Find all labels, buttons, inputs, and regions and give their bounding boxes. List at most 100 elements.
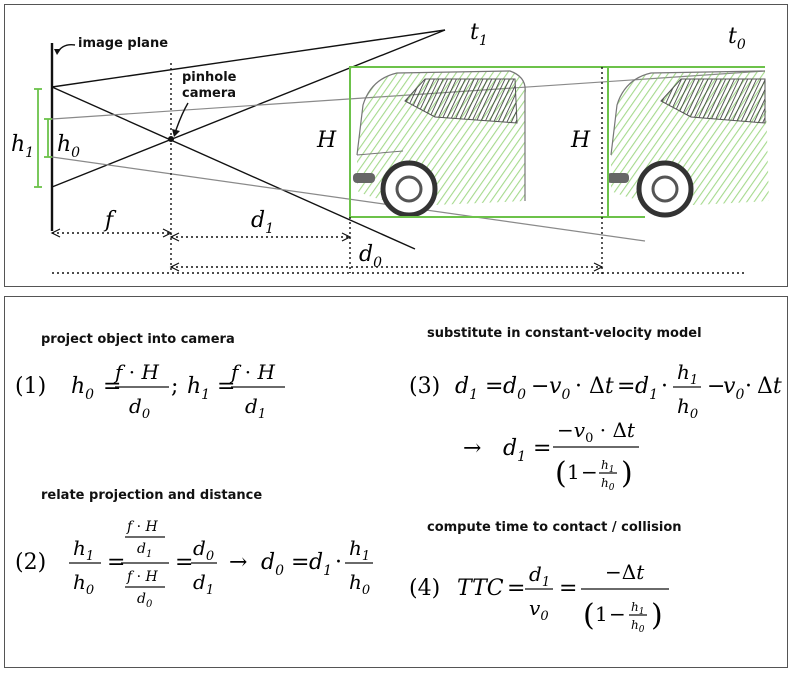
svg-text:h0: h0: [631, 618, 645, 635]
svg-text:TTC: TTC: [457, 576, 504, 601]
equation-3-solution: → d1 = −v0 · Δt ( 1 − h1 h0 ): [463, 418, 639, 493]
ray-top-t1: [51, 29, 446, 88]
svg-text:1: 1: [595, 602, 608, 626]
svg-text:−: −: [581, 460, 598, 484]
svg-text:=: =: [175, 550, 193, 575]
svg-text:−: −: [531, 374, 549, 399]
svg-text:d1: d1: [193, 570, 214, 598]
svg-text:h0: h0: [71, 374, 94, 403]
equations-svg: project object into camera (1) h0 = f · …: [15, 326, 782, 635]
svg-text:·: ·: [745, 374, 752, 399]
svg-text:·: ·: [575, 374, 582, 399]
svg-text:−Δt: −Δt: [605, 560, 645, 584]
svg-text:f · H: f · H: [126, 569, 159, 585]
svg-text:h1: h1: [601, 458, 614, 475]
svg-text:=: =: [103, 374, 121, 399]
equation-1: (1) h0 = f · H d0 ; h1 = f · H d1: [15, 360, 285, 422]
svg-text:=: =: [107, 550, 125, 575]
step2-heading: relate projection and distance: [41, 488, 262, 503]
car-sketch-far: [607, 70, 769, 218]
svg-text:h1: h1: [73, 536, 94, 564]
pinhole-point: [168, 136, 174, 142]
svg-text:−: −: [609, 602, 626, 626]
d1-label: d1: [251, 208, 274, 237]
svg-text:v0: v0: [549, 374, 570, 403]
eq4-number: (4): [409, 576, 440, 601]
svg-text:d0: d0: [137, 591, 153, 610]
ray-bottom-t1: [51, 29, 446, 188]
equation-4: (4) TTC = d1 v0 = −Δt ( 1 − h1 h0 ): [409, 560, 669, 635]
car-sketch-near: [353, 70, 526, 218]
eq1-number: (1): [15, 374, 46, 399]
image-plane-label: image plane: [78, 36, 168, 51]
step3-heading: substitute in constant-velocity model: [427, 326, 702, 341]
pinhole-geometry-diagram: image plane h1 h0 pinhole camera t1 t0: [11, 20, 769, 277]
geometry-panel: image plane h1 h0 pinhole camera t1 t0: [4, 4, 788, 287]
svg-text:d1: d1: [137, 541, 152, 560]
ray-bottom-t0: [51, 156, 646, 242]
svg-text:d1: d1: [245, 394, 266, 422]
svg-text:v0: v0: [529, 596, 549, 624]
step1-heading: project object into camera: [41, 332, 235, 347]
f-label: f: [103, 208, 117, 233]
svg-text:h0: h0: [601, 476, 615, 493]
svg-text:f · H: f · H: [229, 360, 275, 384]
equation-3: (3) d1 = d0 − v0 · Δt = d1 · h1 h0 − v0 …: [409, 360, 782, 422]
svg-text:−v0 · Δt: −v0 · Δt: [557, 418, 636, 446]
svg-text:−: −: [707, 374, 725, 399]
svg-text:=: =: [559, 576, 577, 601]
svg-text:f · H: f · H: [113, 360, 159, 384]
svg-text:;: ;: [171, 374, 178, 399]
svg-text:1: 1: [567, 460, 580, 484]
svg-text:d0: d0: [129, 394, 150, 422]
svg-text:): ): [621, 456, 633, 491]
camera-label: camera: [182, 86, 236, 101]
svg-text:·: ·: [335, 550, 342, 575]
h0-label: h0: [57, 132, 80, 161]
svg-text:h0: h0: [349, 570, 370, 598]
svg-text:f · H: f · H: [126, 519, 159, 535]
pinhole-label: pinhole: [182, 70, 237, 85]
svg-text:d1: d1: [309, 550, 332, 579]
svg-text:=: =: [291, 550, 309, 575]
image-plane-arrow-icon: [56, 43, 76, 54]
svg-text:Δt: Δt: [589, 374, 614, 399]
svg-text:d1: d1: [455, 374, 478, 403]
svg-text:(: (: [583, 598, 595, 633]
svg-text:h1: h1: [631, 600, 644, 617]
svg-text:h1: h1: [677, 360, 698, 388]
equations-panel: project object into camera (1) h0 = f · …: [4, 296, 788, 668]
svg-text:h0: h0: [677, 394, 698, 422]
equation-2: (2) h1 h0 = f · H d1 f · H d0 = d0 d1 → …: [15, 519, 373, 610]
svg-text:=: =: [533, 436, 551, 461]
pinhole-arrow-icon: [174, 102, 189, 134]
svg-text:Δt: Δt: [757, 374, 782, 399]
svg-text:h1: h1: [349, 536, 370, 564]
eq2-number: (2): [15, 550, 46, 575]
t1-label: t1: [470, 20, 488, 49]
svg-text:h1: h1: [187, 374, 210, 403]
svg-text:=: =: [485, 374, 503, 399]
svg-text:=: =: [617, 374, 635, 399]
svg-text:→: →: [463, 436, 481, 461]
svg-text:): ): [651, 598, 663, 633]
svg-text:·: ·: [661, 374, 668, 399]
svg-text:d0: d0: [503, 374, 526, 403]
H-label-near: H: [316, 128, 337, 153]
eq3-number: (3): [409, 374, 440, 399]
svg-text:d0: d0: [193, 536, 214, 564]
svg-text:=: =: [507, 576, 525, 601]
svg-text:h0: h0: [73, 570, 94, 598]
svg-text:d0: d0: [261, 550, 284, 579]
t0-label: t0: [728, 24, 746, 53]
h1-label: h1: [11, 132, 34, 161]
svg-text:=: =: [217, 374, 235, 399]
svg-text:v0: v0: [723, 374, 744, 403]
svg-text:→: →: [229, 550, 247, 575]
d0-label: d0: [359, 242, 382, 271]
object-box-near: [349, 66, 609, 218]
svg-text:d1: d1: [635, 374, 658, 403]
svg-text:d1: d1: [529, 562, 550, 590]
svg-text:(: (: [555, 456, 567, 491]
svg-text:d1: d1: [503, 436, 526, 465]
